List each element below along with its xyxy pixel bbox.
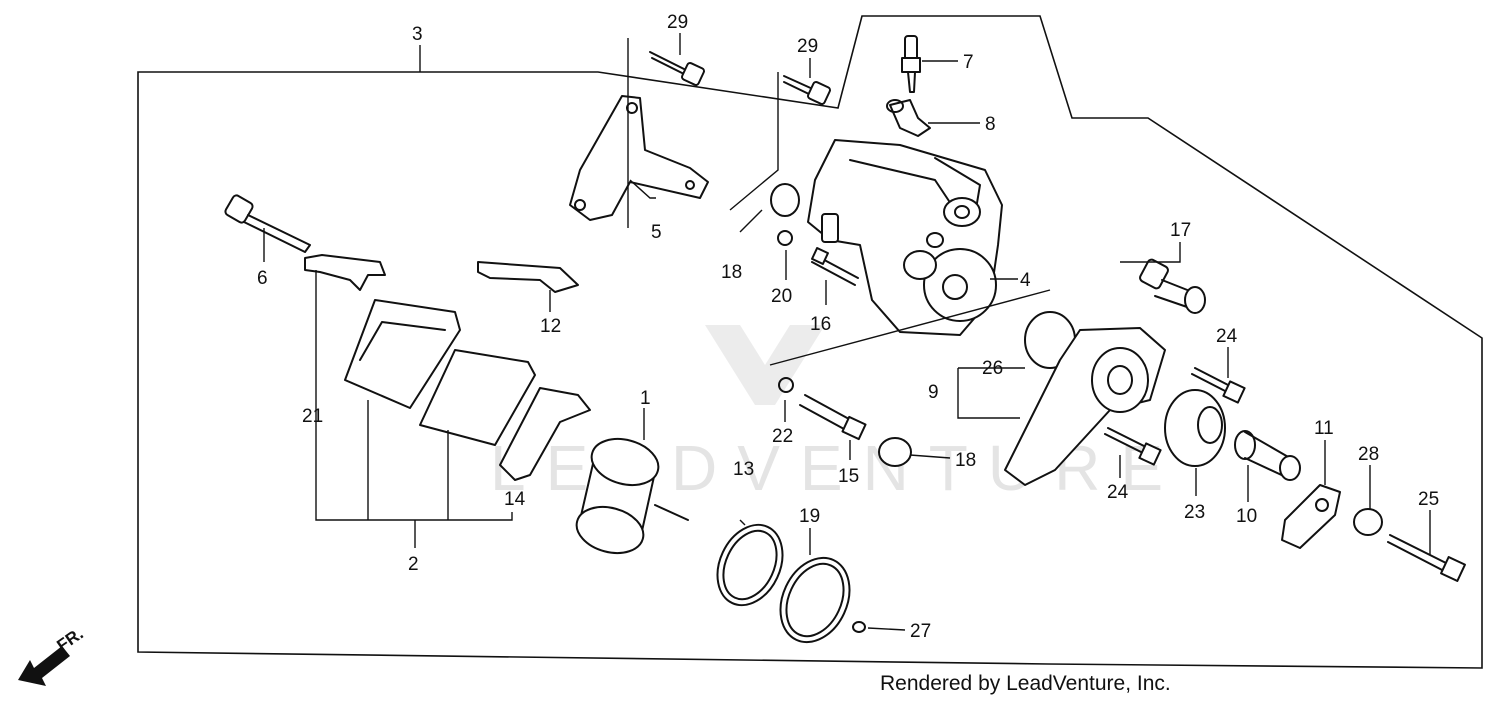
callout-5: 5	[651, 222, 662, 243]
bolt-29-right	[783, 75, 831, 105]
bracket-hole	[685, 180, 695, 190]
brake-pad-inner	[419, 349, 536, 446]
pin-bolt	[224, 194, 311, 253]
pad-retainer	[477, 261, 579, 293]
callout-3: 3	[412, 24, 423, 45]
caliper-bracket	[569, 95, 709, 221]
o-ring	[852, 621, 866, 633]
pad-shim	[499, 387, 591, 481]
callout-28: 28	[1358, 444, 1379, 465]
front-direction-arrow: FR.	[18, 624, 87, 686]
callout-16: 16	[810, 314, 831, 335]
callout-6: 6	[257, 268, 268, 289]
callout-24: 24	[1107, 482, 1129, 503]
piston	[575, 437, 689, 555]
slide-pin-16	[811, 247, 859, 286]
callout-25: 25	[1418, 489, 1439, 510]
callout-10: 10	[1236, 506, 1257, 527]
bolt-24-upper	[1191, 367, 1246, 404]
bolt-29-left	[649, 51, 705, 86]
callout-11: 11	[1314, 418, 1334, 439]
callout-8: 8	[985, 114, 996, 135]
credit-text: Rendered by LeadVenture, Inc.	[880, 672, 1171, 695]
callout-4: 4	[1020, 270, 1031, 291]
bleeder-screw	[901, 35, 921, 93]
callout-7: 7	[963, 52, 974, 73]
bracket-hole	[626, 102, 638, 114]
callout-19: 19	[799, 506, 820, 527]
bleeder-cap	[886, 99, 931, 137]
callout-2: 2	[408, 554, 419, 575]
caliper-body	[807, 139, 1003, 336]
callout-1: 1	[640, 388, 651, 409]
callout-12: 12	[540, 316, 561, 337]
washer-22	[778, 377, 794, 393]
callout-18: 18	[955, 450, 976, 471]
boot-lower	[878, 437, 912, 467]
piston-seal	[716, 523, 784, 607]
bolt-25	[1387, 534, 1466, 582]
slide-pin-15	[799, 394, 867, 441]
callout-24: 24	[1216, 326, 1238, 347]
callout-9: 9	[928, 382, 939, 403]
nut	[1353, 508, 1383, 536]
callout-14: 14	[504, 489, 526, 510]
dust-seal	[779, 556, 851, 644]
arm-lever	[1281, 484, 1341, 549]
callout-labels: 3 29 29 7 8 5 4 6 12 18 20 16 17 21 1 22…	[257, 12, 1439, 642]
callout-13: 13	[733, 459, 754, 480]
callout-20: 20	[771, 286, 792, 307]
callout-18: 18	[721, 262, 742, 283]
bolt-17	[1139, 258, 1206, 314]
callout-26: 26	[982, 358, 1003, 379]
callout-22: 22	[772, 426, 793, 447]
bolt-24-lower	[1104, 427, 1162, 466]
callout-27: 27	[910, 621, 931, 642]
callout-29: 29	[667, 12, 688, 33]
assembly-border	[137, 15, 1483, 669]
callout-17: 17	[1170, 220, 1191, 241]
callout-29: 29	[797, 36, 818, 57]
bracket-hole	[574, 199, 586, 211]
leader-lines	[263, 33, 1431, 631]
dust-cover	[1164, 389, 1226, 467]
pad-spring	[304, 254, 386, 291]
callout-23: 23	[1184, 502, 1205, 523]
washer-20	[777, 230, 793, 246]
boot-upper	[770, 183, 800, 217]
adjusting-bolt	[1234, 430, 1301, 481]
brake-pad-outer	[344, 299, 461, 409]
callout-21: 21	[302, 406, 323, 427]
callout-15: 15	[838, 466, 859, 487]
